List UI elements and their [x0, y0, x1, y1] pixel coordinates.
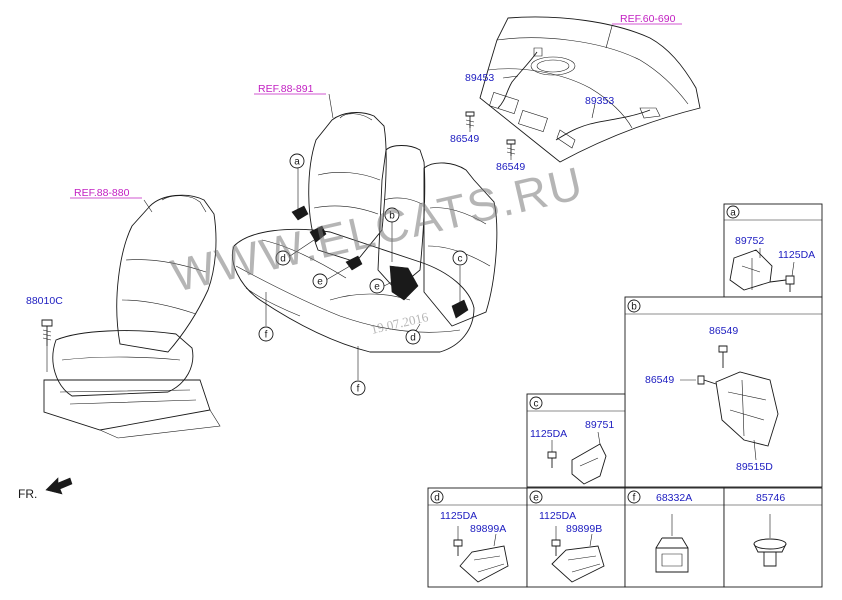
svg-text:e: e [374, 282, 380, 293]
callout-f[interactable]: f [258, 326, 274, 342]
ref-rear-seat[interactable]: REF.88-891 [258, 83, 314, 95]
part-number-1125da[interactable]: 1125DA [530, 428, 567, 440]
front-seat-assembly [41, 194, 221, 439]
part-number-89899a[interactable]: 89899A [470, 523, 506, 535]
svg-text:c: c [534, 399, 539, 410]
part-number-85746[interactable]: 85746 [756, 492, 785, 504]
part-number-89353[interactable]: 89353 [585, 95, 614, 107]
svg-text:f: f [633, 493, 636, 504]
detail-box-f [624, 487, 725, 588]
detail-box-e [526, 487, 626, 588]
part-number-89453[interactable]: 89453 [465, 72, 494, 84]
svg-text:d: d [280, 254, 286, 265]
bolt-icon [465, 111, 475, 128]
callout-f[interactable]: f [350, 380, 366, 396]
svg-text:a: a [730, 208, 736, 219]
box-d-label: d [430, 490, 444, 504]
detail-box-b [624, 296, 823, 488]
callout-a[interactable]: a [289, 153, 305, 169]
svg-text:d: d [410, 333, 416, 344]
bolt-icon [506, 139, 516, 156]
part-number-86549[interactable]: 86549 [496, 161, 525, 173]
callout-d[interactable]: d [275, 250, 291, 266]
callout-e[interactable]: e [312, 273, 328, 289]
part-number-86549[interactable]: 86549 [709, 325, 738, 337]
bolt-icon [547, 451, 557, 468]
bolt-icon [718, 345, 728, 368]
bolt-icon [697, 375, 717, 385]
rear-seat-assembly [232, 93, 498, 380]
bolt-icon [453, 539, 463, 556]
callout-c[interactable]: c [452, 250, 468, 266]
part-number-86549[interactable]: 86549 [645, 374, 674, 386]
ref-rear-shelf[interactable]: REF.60-690 [620, 13, 676, 25]
box-e-label: e [529, 490, 543, 504]
part-number-86549[interactable]: 86549 [450, 133, 479, 145]
box-b-label: b [627, 299, 641, 313]
svg-text:f: f [357, 384, 360, 395]
part-number-89515d[interactable]: 89515D [736, 461, 773, 473]
callout-b[interactable]: b [384, 207, 400, 223]
part-number-68332a[interactable]: 68332A [656, 492, 692, 504]
box-a-label: a [726, 205, 740, 219]
box-c-label: c [529, 396, 543, 410]
bolt-icon [41, 319, 53, 346]
part-number-1125da[interactable]: 1125DA [440, 510, 477, 522]
part-number-1125da[interactable]: 1125DA [539, 510, 576, 522]
callout-d[interactable]: d [405, 329, 421, 345]
svg-text:f: f [265, 330, 268, 341]
part-number-1125da[interactable]: 1125DA [778, 249, 815, 261]
bolt-icon [551, 539, 561, 556]
detail-box-c [526, 393, 626, 488]
detail-box-g [723, 487, 823, 588]
bolt-icon [785, 275, 795, 292]
part-number-89752[interactable]: 89752 [735, 235, 764, 247]
detail-box-d [427, 487, 528, 588]
svg-text:e: e [317, 277, 323, 288]
part-number-89751[interactable]: 89751 [585, 419, 614, 431]
svg-text:d: d [434, 493, 440, 504]
rear-package-shelf [465, 16, 701, 163]
box-f-label: f [627, 490, 641, 504]
svg-text:b: b [631, 302, 637, 313]
svg-text:c: c [458, 254, 463, 265]
svg-text:b: b [389, 211, 395, 222]
part-number-89899b[interactable]: 89899B [566, 523, 602, 535]
ref-front-seat[interactable]: REF.88-880 [74, 187, 130, 199]
svg-text:a: a [294, 157, 300, 168]
callout-e[interactable]: e [369, 278, 385, 294]
svg-text:e: e [533, 493, 539, 504]
front-arrow-icon [45, 477, 73, 495]
detail-box-a [723, 203, 823, 298]
watermark-date: 19.07.2016 [369, 309, 430, 337]
front-direction-label: FR. [18, 487, 37, 501]
part-number-88010c[interactable]: 88010C [26, 295, 63, 307]
